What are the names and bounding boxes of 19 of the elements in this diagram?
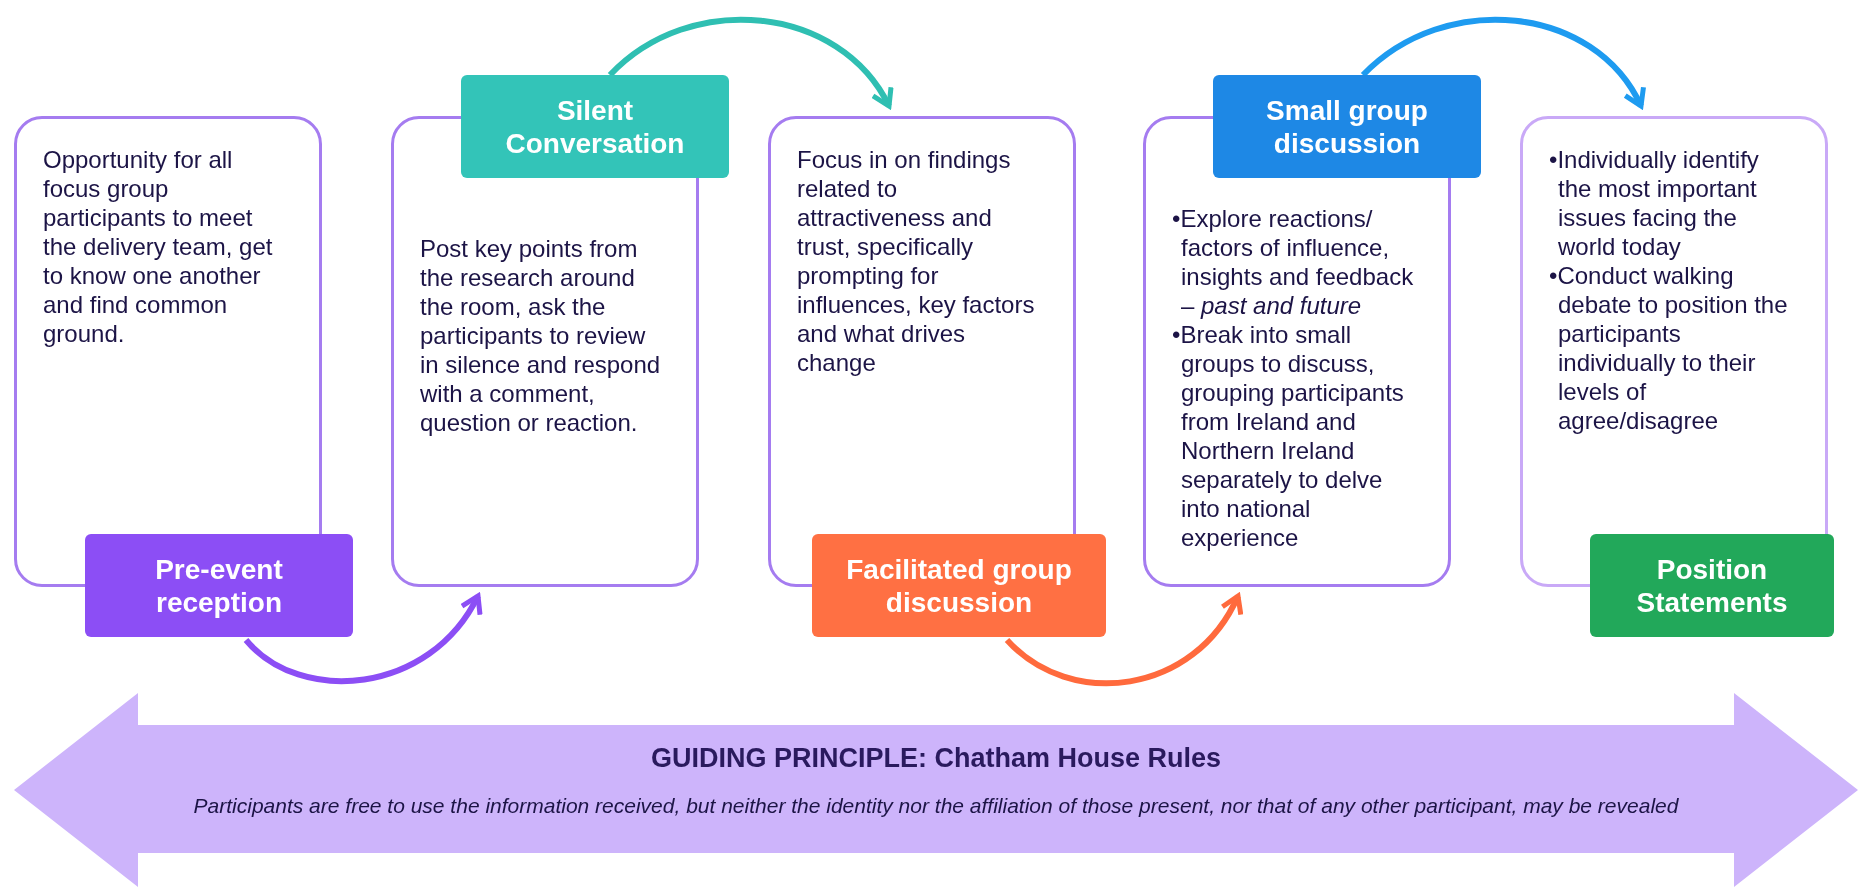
step-heading-tab: Pre-event reception [85, 534, 353, 637]
banner-title: GUIDING PRINCIPLE: Chatham House Rules [649, 743, 1223, 774]
bullet-point: •Break into small groups to discuss, grouping participants from Ireland and Northern Ireland separately to delve into national experience [1172, 320, 1405, 552]
step-heading-tab: Facilitated group discussion [812, 534, 1106, 637]
step-description: Post key points from the research around the room, ask the participants to review in silence and respond with a comment, question or reaction. [420, 234, 662, 437]
step-heading-tab: Position Statements [1590, 534, 1834, 637]
banner-note: Participants are free to use the information received, but neither the identity nor the affiliation of those present, nor that of any other participant, may be revealed [192, 793, 1680, 819]
curved-arrow [243, 593, 481, 685]
step-description: Focus in on findings related to attractiveness and trust, specifically prompting for influences, key factors and what drives change [797, 145, 1036, 377]
curved-arrow [1004, 593, 1242, 687]
double-arrow-banner [14, 693, 1858, 887]
curved-arrow [608, 16, 892, 109]
step-heading-tab: Silent Conversation [461, 75, 729, 178]
step-heading-tab: Small group discussion [1213, 75, 1481, 178]
bullet-point: •Conduct walking debate to position the participants individually to their levels of agree/disagree [1549, 261, 1789, 435]
bullet-point: •Individually identify the most important issues facing the world today [1549, 145, 1760, 261]
step-description: Opportunity for all focus group participants to meet the delivery team, get to know one another and find common ground. [43, 145, 274, 348]
curved-arrow [1361, 16, 1645, 109]
bullet-point: •Explore reactions/ factors of influence, insights and feedback – past and future [1172, 204, 1415, 320]
